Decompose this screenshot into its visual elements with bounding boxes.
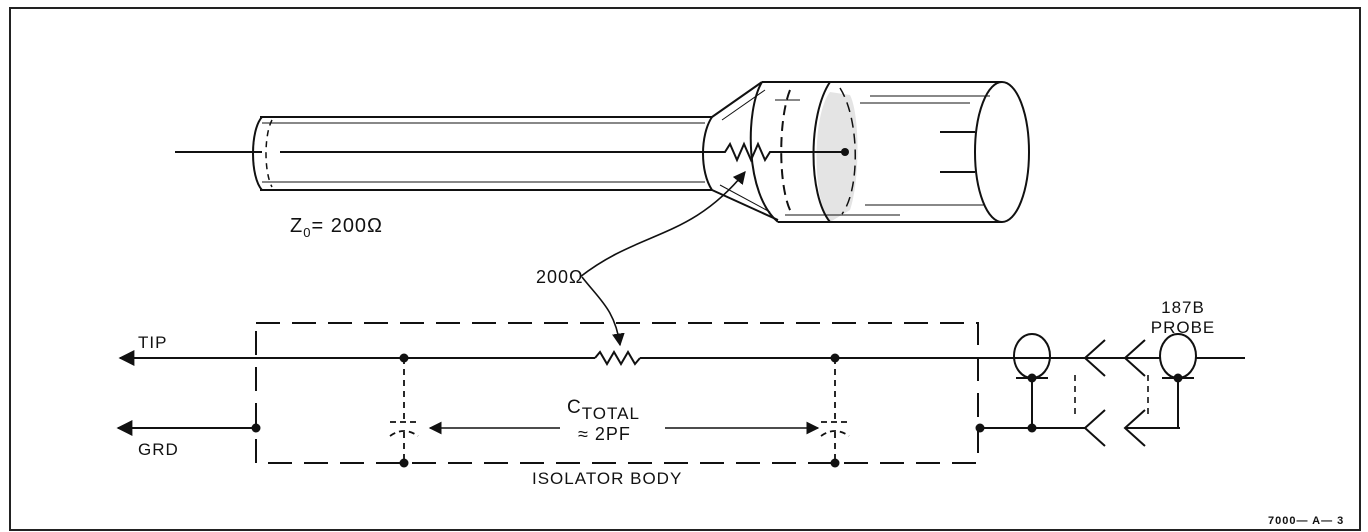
figure-id: 7000— A— 3 — [1268, 515, 1344, 527]
resistor-value-label: 200Ω — [536, 267, 584, 287]
cylinder-body — [749, 81, 1030, 223]
callout-arrow-top — [579, 171, 746, 278]
isolator-illustration — [175, 81, 1030, 223]
node-dot — [830, 458, 840, 468]
probe-connector — [1123, 333, 1197, 447]
node-dot — [251, 423, 261, 433]
isolator-body-label: ISOLATOR BODY — [532, 469, 682, 488]
stray-capacitor-right — [820, 358, 850, 463]
coax-tube — [252, 116, 712, 191]
output-connector — [980, 333, 1106, 447]
grd-label: GRD — [138, 440, 179, 459]
probe-label-line2: PROBE — [1151, 318, 1216, 337]
probe-label-line1: 187B — [1161, 298, 1205, 317]
internal-resistor — [712, 141, 845, 163]
isolator-body-outline — [255, 322, 979, 464]
impedance-label: Z0= 200Ω — [290, 215, 383, 240]
node-dot — [399, 458, 409, 468]
c-total-value: ≈ 2PF — [578, 424, 631, 444]
stray-capacitor-left — [389, 358, 419, 463]
callout-arrow-bottom — [581, 276, 625, 347]
schematic — [116, 322, 1245, 468]
figure-frame — [9, 7, 1361, 531]
internal-node-dot — [841, 148, 849, 156]
c-total-label: CTOTAL — [567, 397, 640, 423]
tip-label: TIP — [138, 333, 167, 352]
schematic-resistor — [594, 350, 641, 366]
